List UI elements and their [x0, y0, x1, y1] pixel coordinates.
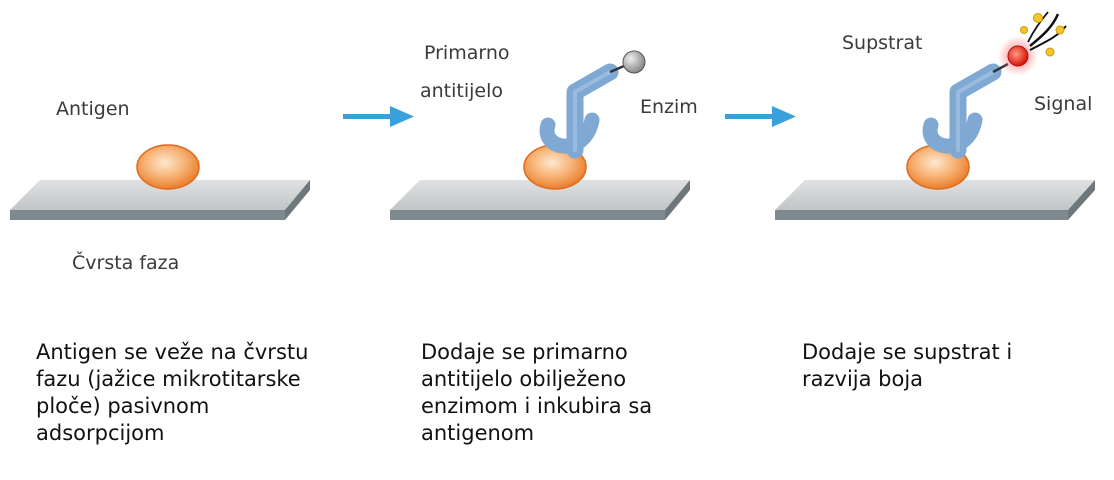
caption-line: antitijelo obilježeno [421, 367, 627, 391]
substrate-icon [1007, 45, 1029, 67]
primary-antibody-label-line2: antitijelo [420, 80, 504, 102]
caption-step-2: Dodaje se primarno antitijelo obilježeno… [421, 339, 761, 447]
arrow-right-icon [725, 106, 796, 127]
antigen-icon [136, 144, 200, 190]
caption-line: enzimom i inkubira sa [421, 394, 653, 418]
arrow-right-icon [343, 106, 414, 127]
caption-line: Dodaje se supstrat i [802, 340, 1013, 364]
primary-antibody-icon [539, 63, 619, 159]
enzyme-linker [609, 64, 625, 74]
solid-phase-plate-1 [10, 180, 310, 220]
caption-line: adsorpcijom [36, 421, 165, 445]
caption-line: ploče) pasivnom [36, 394, 210, 418]
antigen-label: Antigen [56, 98, 130, 120]
substrate-label: Supstrat [842, 32, 923, 54]
caption-line: antigenom [421, 421, 535, 445]
enzyme-icon [622, 50, 646, 74]
solid-phase-plate-2 [390, 180, 690, 220]
primary-antibody-label-line1: Primarno [424, 42, 510, 64]
caption-line: Antigen se veže na čvrstu [36, 340, 309, 364]
caption-step-3: Dodaje se supstrat i razvija boja [802, 339, 1114, 393]
caption-line: fazu (jažice mikrotitarske [36, 367, 301, 391]
enzyme-label: Enzim [640, 96, 698, 118]
solid-phase-plate-3 [775, 180, 1095, 220]
solid-phase-label: Čvrsta faza [72, 252, 180, 274]
signal-label: Signal [1034, 93, 1093, 115]
signal-burst-icon [1020, 11, 1067, 57]
caption-step-1: Antigen se veže na čvrstu fazu (jažice m… [36, 339, 376, 447]
caption-line: Dodaje se primarno [421, 340, 628, 364]
antibody-icon [922, 63, 1002, 159]
caption-line: razvija boja [802, 367, 924, 391]
